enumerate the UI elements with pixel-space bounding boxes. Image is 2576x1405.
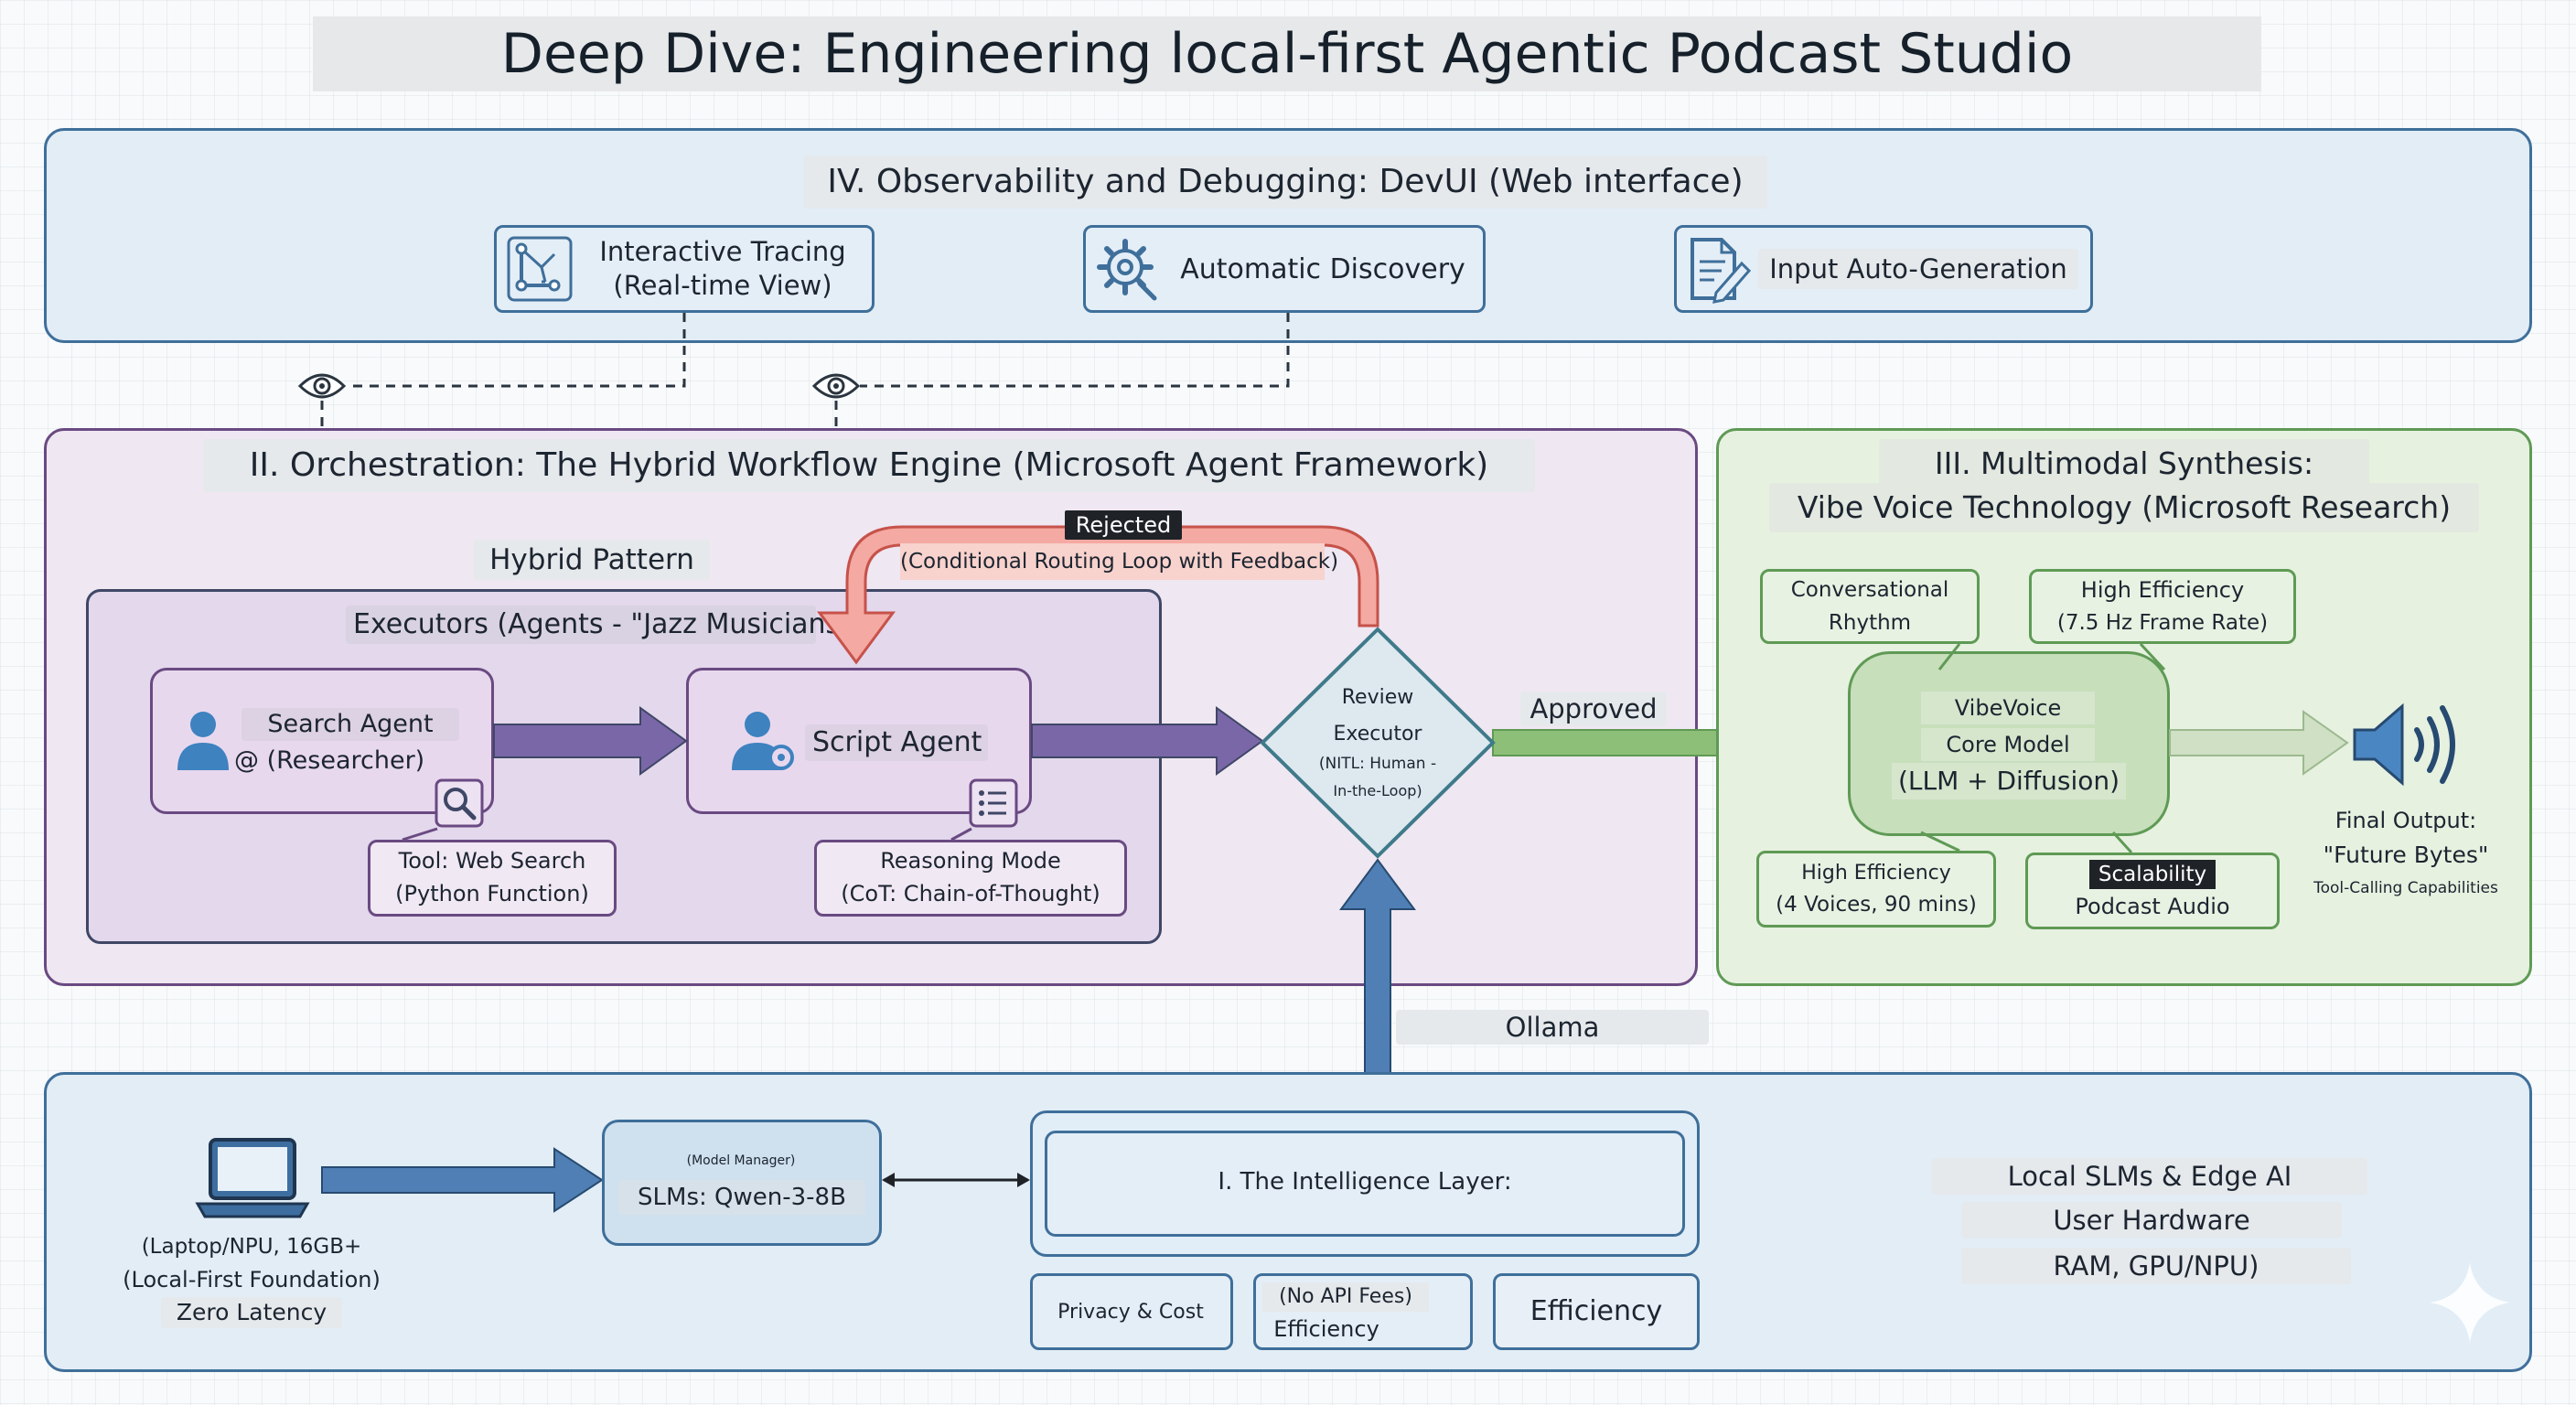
efficiency-label: Efficiency — [1530, 1295, 1663, 1327]
tracing-line2: (Real-time View) — [613, 270, 832, 301]
user-icon — [174, 706, 232, 772]
he2-line2: (4 Voices, 90 mins) — [1776, 893, 1977, 917]
rejected-badge: Rejected — [1065, 510, 1182, 540]
reasoning-line1: Reasoning Mode — [880, 848, 1061, 874]
list-icon — [968, 778, 1019, 829]
conversational-rhythm-card — [1760, 569, 1980, 644]
scal-line1: Scalability — [2089, 860, 2216, 889]
synthesis-heading-line1: III. Multimodal Synthesis: — [1879, 439, 2369, 488]
efficiency-card — [1493, 1273, 1700, 1350]
hybrid-pattern-label: Hybrid Pattern — [474, 540, 710, 580]
tool-line1: Tool: Web Search — [398, 848, 586, 874]
final-line2: "Future Bytes" — [2323, 842, 2489, 868]
laptop-line3: Zero Latency — [161, 1297, 342, 1328]
final-line3: Tool-Calling Capabilities — [2313, 879, 2498, 897]
noapi-line2: Efficiency — [1273, 1316, 1379, 1342]
autogen-label: Input Auto-Generation — [1758, 249, 2078, 289]
orchestration-heading: II. Orchestration: The Hybrid Workflow E… — [203, 439, 1535, 492]
eye-icon — [297, 368, 347, 404]
local-line3: RAM, GPU/NPU) — [1961, 1248, 2351, 1284]
title-banner — [313, 16, 2261, 91]
local-line1: Local SLMs & Edge AI — [1932, 1158, 2367, 1195]
high-efficiency-frame-card — [2029, 569, 2296, 644]
noapi-line1: (No API Fees) — [1262, 1282, 1429, 1312]
gear-icon — [1094, 236, 1160, 302]
high-efficiency-voices-card — [1756, 851, 1996, 928]
eye-icon — [811, 368, 861, 404]
model-manager-label: (Model Manager) — [686, 1153, 796, 1168]
core-line3: (LLM + Diffusion) — [1892, 763, 2126, 799]
review-line3: (NITL: Human - — [1318, 755, 1437, 773]
speaker-icon — [2349, 697, 2463, 792]
approved-label: Approved — [1520, 692, 1667, 726]
laptop-line2: (Local-First Foundation) — [123, 1267, 381, 1292]
conv-line1: Conversational — [1790, 578, 1949, 602]
discovery-label: Automatic Discovery — [1180, 253, 1465, 285]
page-title: Deep Dive: Engineering local-first Agent… — [500, 22, 2074, 86]
trace-icon — [505, 234, 574, 304]
review-line2: Executor — [1333, 723, 1422, 745]
review-line1: Review — [1341, 686, 1414, 709]
script-agent-label: Script Agent — [805, 724, 988, 761]
document-edit-icon — [1685, 236, 1752, 304]
user-gear-icon — [728, 706, 798, 776]
intelligence-layer-title: I. The Intelligence Layer: — [1218, 1168, 1512, 1196]
tracing-line1: Interactive Tracing — [599, 236, 846, 267]
automatic-discovery-card[interactable] — [1083, 225, 1486, 313]
core-line2: Core Model — [1921, 728, 2095, 761]
laptop-line1: (Laptop/NPU, 16GB+ — [141, 1235, 362, 1259]
loop-label: (Conditional Routing Loop with Feedback) — [900, 543, 1338, 580]
executors-heading: Executors (Agents - "Jazz Musicians") — [346, 606, 864, 644]
conv-line2: Rhythm — [1828, 611, 1912, 635]
ollama-label: Ollama — [1396, 1010, 1709, 1045]
he1-line1: High Efficiency — [2080, 577, 2245, 603]
tool-line2: (Python Function) — [395, 881, 589, 906]
interactive-tracing-card[interactable] — [494, 225, 875, 313]
privacy-cost-card — [1030, 1273, 1233, 1350]
final-line1: Final Output: — [2334, 808, 2477, 833]
search-agent-line1: Search Agent — [242, 708, 459, 741]
observability-heading: IV. Observability and Debugging: DevUI (… — [803, 156, 1767, 209]
tool-web-search-card — [368, 840, 617, 917]
slm-label: SLMs: Qwen-3-8B — [618, 1180, 865, 1215]
review-line4: In-the-Loop) — [1333, 782, 1422, 799]
he1-line2: (7.5 Hz Frame Rate) — [2056, 611, 2269, 635]
laptop-icon — [194, 1134, 311, 1222]
reasoning-mode-card — [814, 840, 1127, 917]
privacy-label: Privacy & Cost — [1057, 1301, 1204, 1324]
reasoning-line2: (CoT: Chain-of-Thought) — [841, 881, 1100, 906]
local-line2: User Hardware — [1961, 1202, 2342, 1239]
magnifier-icon — [434, 778, 485, 829]
core-line1: VibeVoice — [1921, 692, 2095, 724]
synthesis-heading-line2: Vibe Voice Technology (Microsoft Researc… — [1769, 483, 2479, 532]
sparkle-icon — [2428, 1260, 2512, 1345]
intelligence-layer-inner[interactable] — [1045, 1131, 1685, 1237]
scal-line2: Podcast Audio — [2075, 894, 2230, 919]
search-agent-line2: @ (Researcher) — [234, 746, 425, 775]
he2-line1: High Efficiency — [1801, 862, 1951, 885]
